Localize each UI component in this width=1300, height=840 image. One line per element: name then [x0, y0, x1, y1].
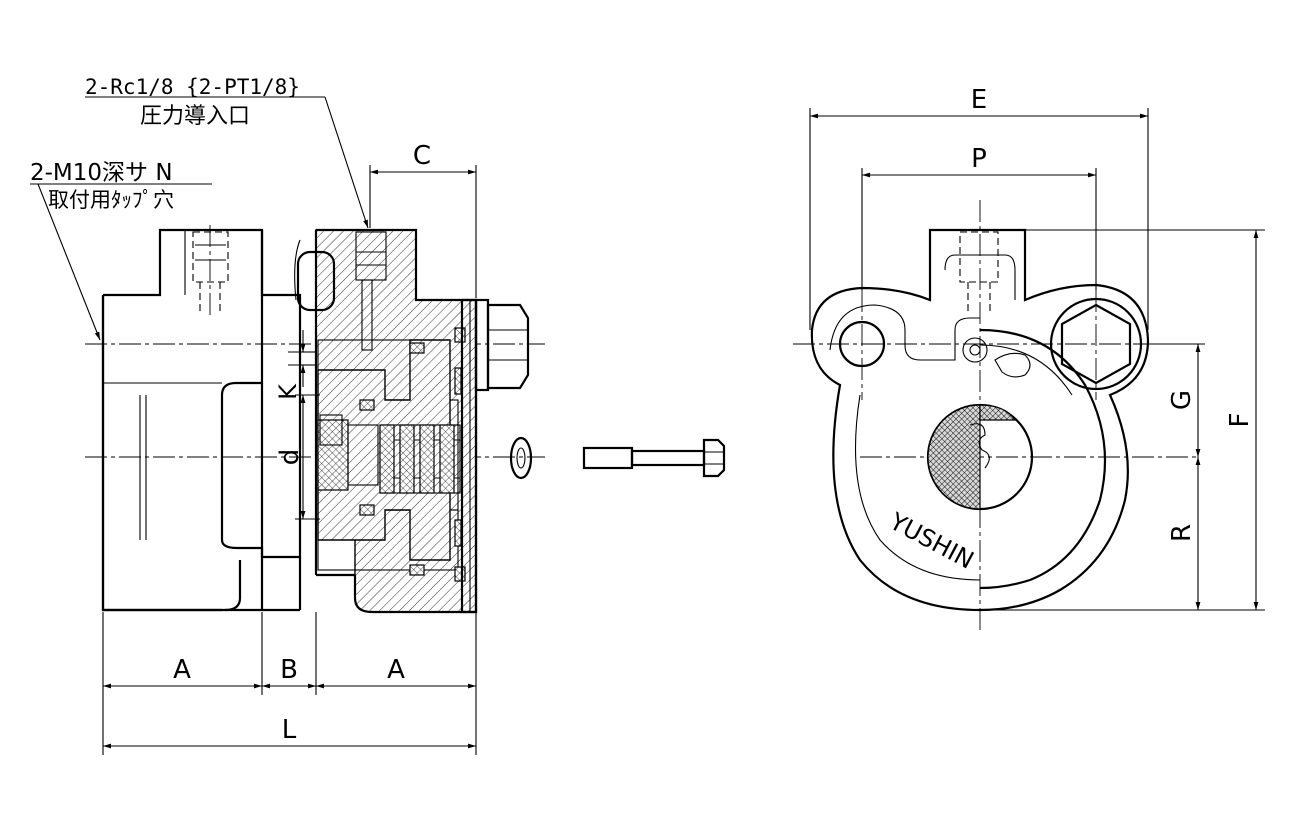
- hex-nut: [474, 298, 530, 392]
- port-leader: [324, 96, 369, 229]
- end-view-dimensions: E P F G R: [809, 85, 1265, 611]
- side-section-view: [85, 225, 726, 614]
- mounting-hole-left: [838, 320, 886, 368]
- end-view: YUSHIN: [793, 200, 1200, 632]
- port-desc-note: 圧力導入口: [140, 104, 250, 129]
- drain-slot: [296, 250, 336, 312]
- dim-R: R: [1167, 524, 1197, 542]
- dim-B: B: [280, 655, 298, 685]
- dim-P: P: [971, 144, 987, 174]
- dim-L: L: [282, 715, 297, 745]
- flange-outline: [810, 228, 1150, 612]
- port-code-note: 2-Rc1/8 {2-PT1/8}: [85, 75, 300, 99]
- brand-text: YUSHIN: [884, 507, 978, 575]
- dim-F: F: [1225, 413, 1255, 428]
- bolt: [582, 438, 726, 478]
- o-ring: [409, 564, 425, 576]
- dim-d: d: [275, 449, 305, 466]
- springs: [379, 424, 461, 494]
- o-ring: [409, 342, 425, 354]
- dim-C: C: [413, 141, 431, 171]
- side-view-dimensions: A B A L C K d: [102, 141, 477, 755]
- washer: [509, 436, 533, 480]
- callout-notes: 2-Rc1/8 {2-PT1/8} 圧力導入口 2-M10深サ N 取付用ﾀｯﾌ…: [30, 75, 369, 341]
- dim-A-right: A: [387, 655, 405, 685]
- tap-code-note: 2-M10深サ N: [30, 160, 173, 186]
- shaft-section: [927, 404, 981, 510]
- left-body: [101, 228, 302, 612]
- dim-E: E: [971, 85, 987, 115]
- dim-K: K: [274, 383, 302, 400]
- shaft-seal: [317, 419, 349, 491]
- tap-desc-note: 取付用ﾀｯﾌﾟ穴: [48, 188, 174, 212]
- dim-G: G: [1167, 390, 1197, 410]
- tap-leader: [37, 183, 101, 341]
- dim-A-left: A: [173, 655, 191, 685]
- mounting-tap-hole: [192, 231, 229, 312]
